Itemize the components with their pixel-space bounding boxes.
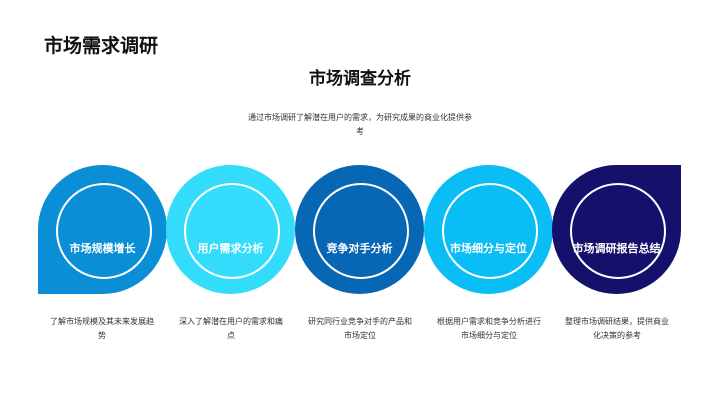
step-1-shape: 市场规模增长 <box>38 165 167 294</box>
step-5-ring <box>569 182 666 279</box>
step-3-label: 竞争对手分析 <box>326 242 393 255</box>
step-1-description: 了解市场规模及其未来发展趋势 <box>50 317 154 340</box>
step-2-ring <box>183 182 280 279</box>
step-4-ring <box>441 182 538 279</box>
step-1-label: 市场规模增长 <box>69 242 136 255</box>
step-5-description: 整理市场调研结果，提供商业化决策的参考 <box>565 317 669 340</box>
page-title: 市场需求调研 <box>44 35 159 57</box>
step-4-description: 根据用户需求和竞争分析进行市场细分与定位 <box>437 317 541 340</box>
section-intro: 通过市场调研了解潜在用户的需求，为研究成果的商业化提供参考 <box>248 113 472 136</box>
step-3-description: 研究同行业竞争对手的产品和市场定位 <box>308 317 412 340</box>
step-2-label: 用户需求分析 <box>197 242 264 255</box>
section-title: 市场调查分析 <box>0 64 720 89</box>
step-4-shape: 市场细分与定位 <box>424 165 553 294</box>
step-4-label: 市场细分与定位 <box>450 242 527 255</box>
step-3-ring <box>312 182 409 279</box>
step-1-ring <box>55 182 152 279</box>
step-2-description: 深入了解潜在用户的需求和痛点 <box>179 317 283 340</box>
step-5-shape: 市场调研报告总结 <box>552 165 681 294</box>
step-3-shape: 竞争对手分析 <box>295 165 424 294</box>
step-5-label: 市场调研报告总结 <box>572 242 661 255</box>
section-title-text: 市场调查分析 <box>309 69 411 89</box>
step-2-shape: 用户需求分析 <box>166 165 295 294</box>
